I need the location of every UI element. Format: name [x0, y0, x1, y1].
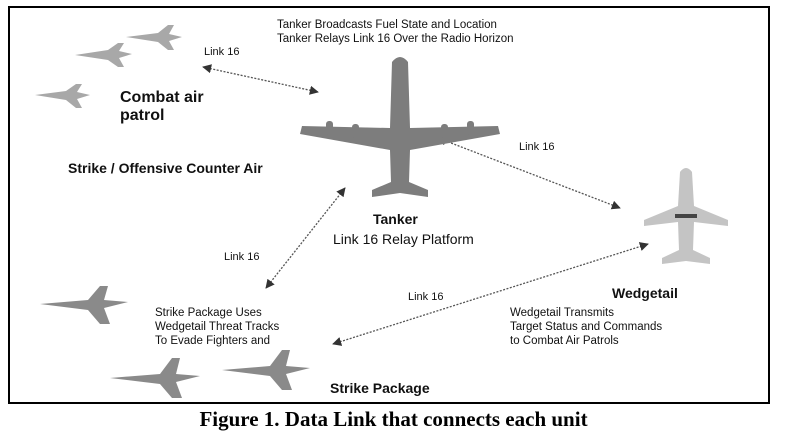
- tanker-sublabel: Link 16 Relay Platform: [333, 231, 474, 247]
- fighter-jet-icon: [75, 43, 132, 67]
- tanker-label: Tanker: [373, 211, 418, 227]
- strike-note-line-1: Strike Package Uses: [155, 307, 262, 319]
- wedgetail-note-line-1: Wedgetail Transmits: [510, 307, 614, 319]
- link-label-tanker-wedgetail: Link 16: [519, 141, 554, 153]
- link-label-strike-wedgetail: Link 16: [408, 291, 443, 303]
- link-line-strike-wedgetail: [332, 242, 649, 346]
- link-line-strike-tanker: [265, 187, 346, 289]
- strike-bomber-icon: [40, 286, 128, 324]
- tanker-note-line-1: Tanker Broadcasts Fuel State and Locatio…: [277, 19, 497, 31]
- strike-note-line-2: Wedgetail Threat Tracks: [155, 321, 279, 333]
- wedgetail-note-line-3: to Combat Air Patrols: [510, 335, 619, 347]
- strike-bomber-icon: [222, 350, 310, 390]
- strike-bomber-icon: [110, 358, 200, 398]
- link-line-cap-tanker: [202, 64, 319, 95]
- link-line-tanker-wedgetail: [437, 136, 621, 210]
- fighter-jet-icon: [35, 84, 90, 108]
- figure-caption: Figure 1. Data Link that connects each u…: [199, 407, 588, 431]
- fighter-jet-icon: [126, 25, 182, 50]
- combat-air-patrol-label-line-2: patrol: [120, 107, 164, 124]
- strike-note-line-3: To Evade Fighters and: [155, 335, 270, 347]
- link-label-cap-tanker: Link 16: [204, 46, 239, 58]
- link-label-strike-tanker: Link 16: [224, 251, 259, 263]
- combat-air-patrol-label-line-1: Combat air: [120, 89, 204, 106]
- tanker-note-line-2: Tanker Relays Link 16 Over the Radio Hor…: [277, 33, 514, 45]
- wedgetail-aircraft-icon: [644, 168, 728, 264]
- strike-oca-label: Strike / Offensive Counter Air: [68, 160, 263, 176]
- tanker-aircraft-icon: [300, 57, 500, 197]
- strike-package-label: Strike Package: [330, 380, 430, 396]
- wedgetail-note-line-2: Target Status and Commands: [510, 321, 662, 333]
- wedgetail-label: Wedgetail: [612, 285, 678, 301]
